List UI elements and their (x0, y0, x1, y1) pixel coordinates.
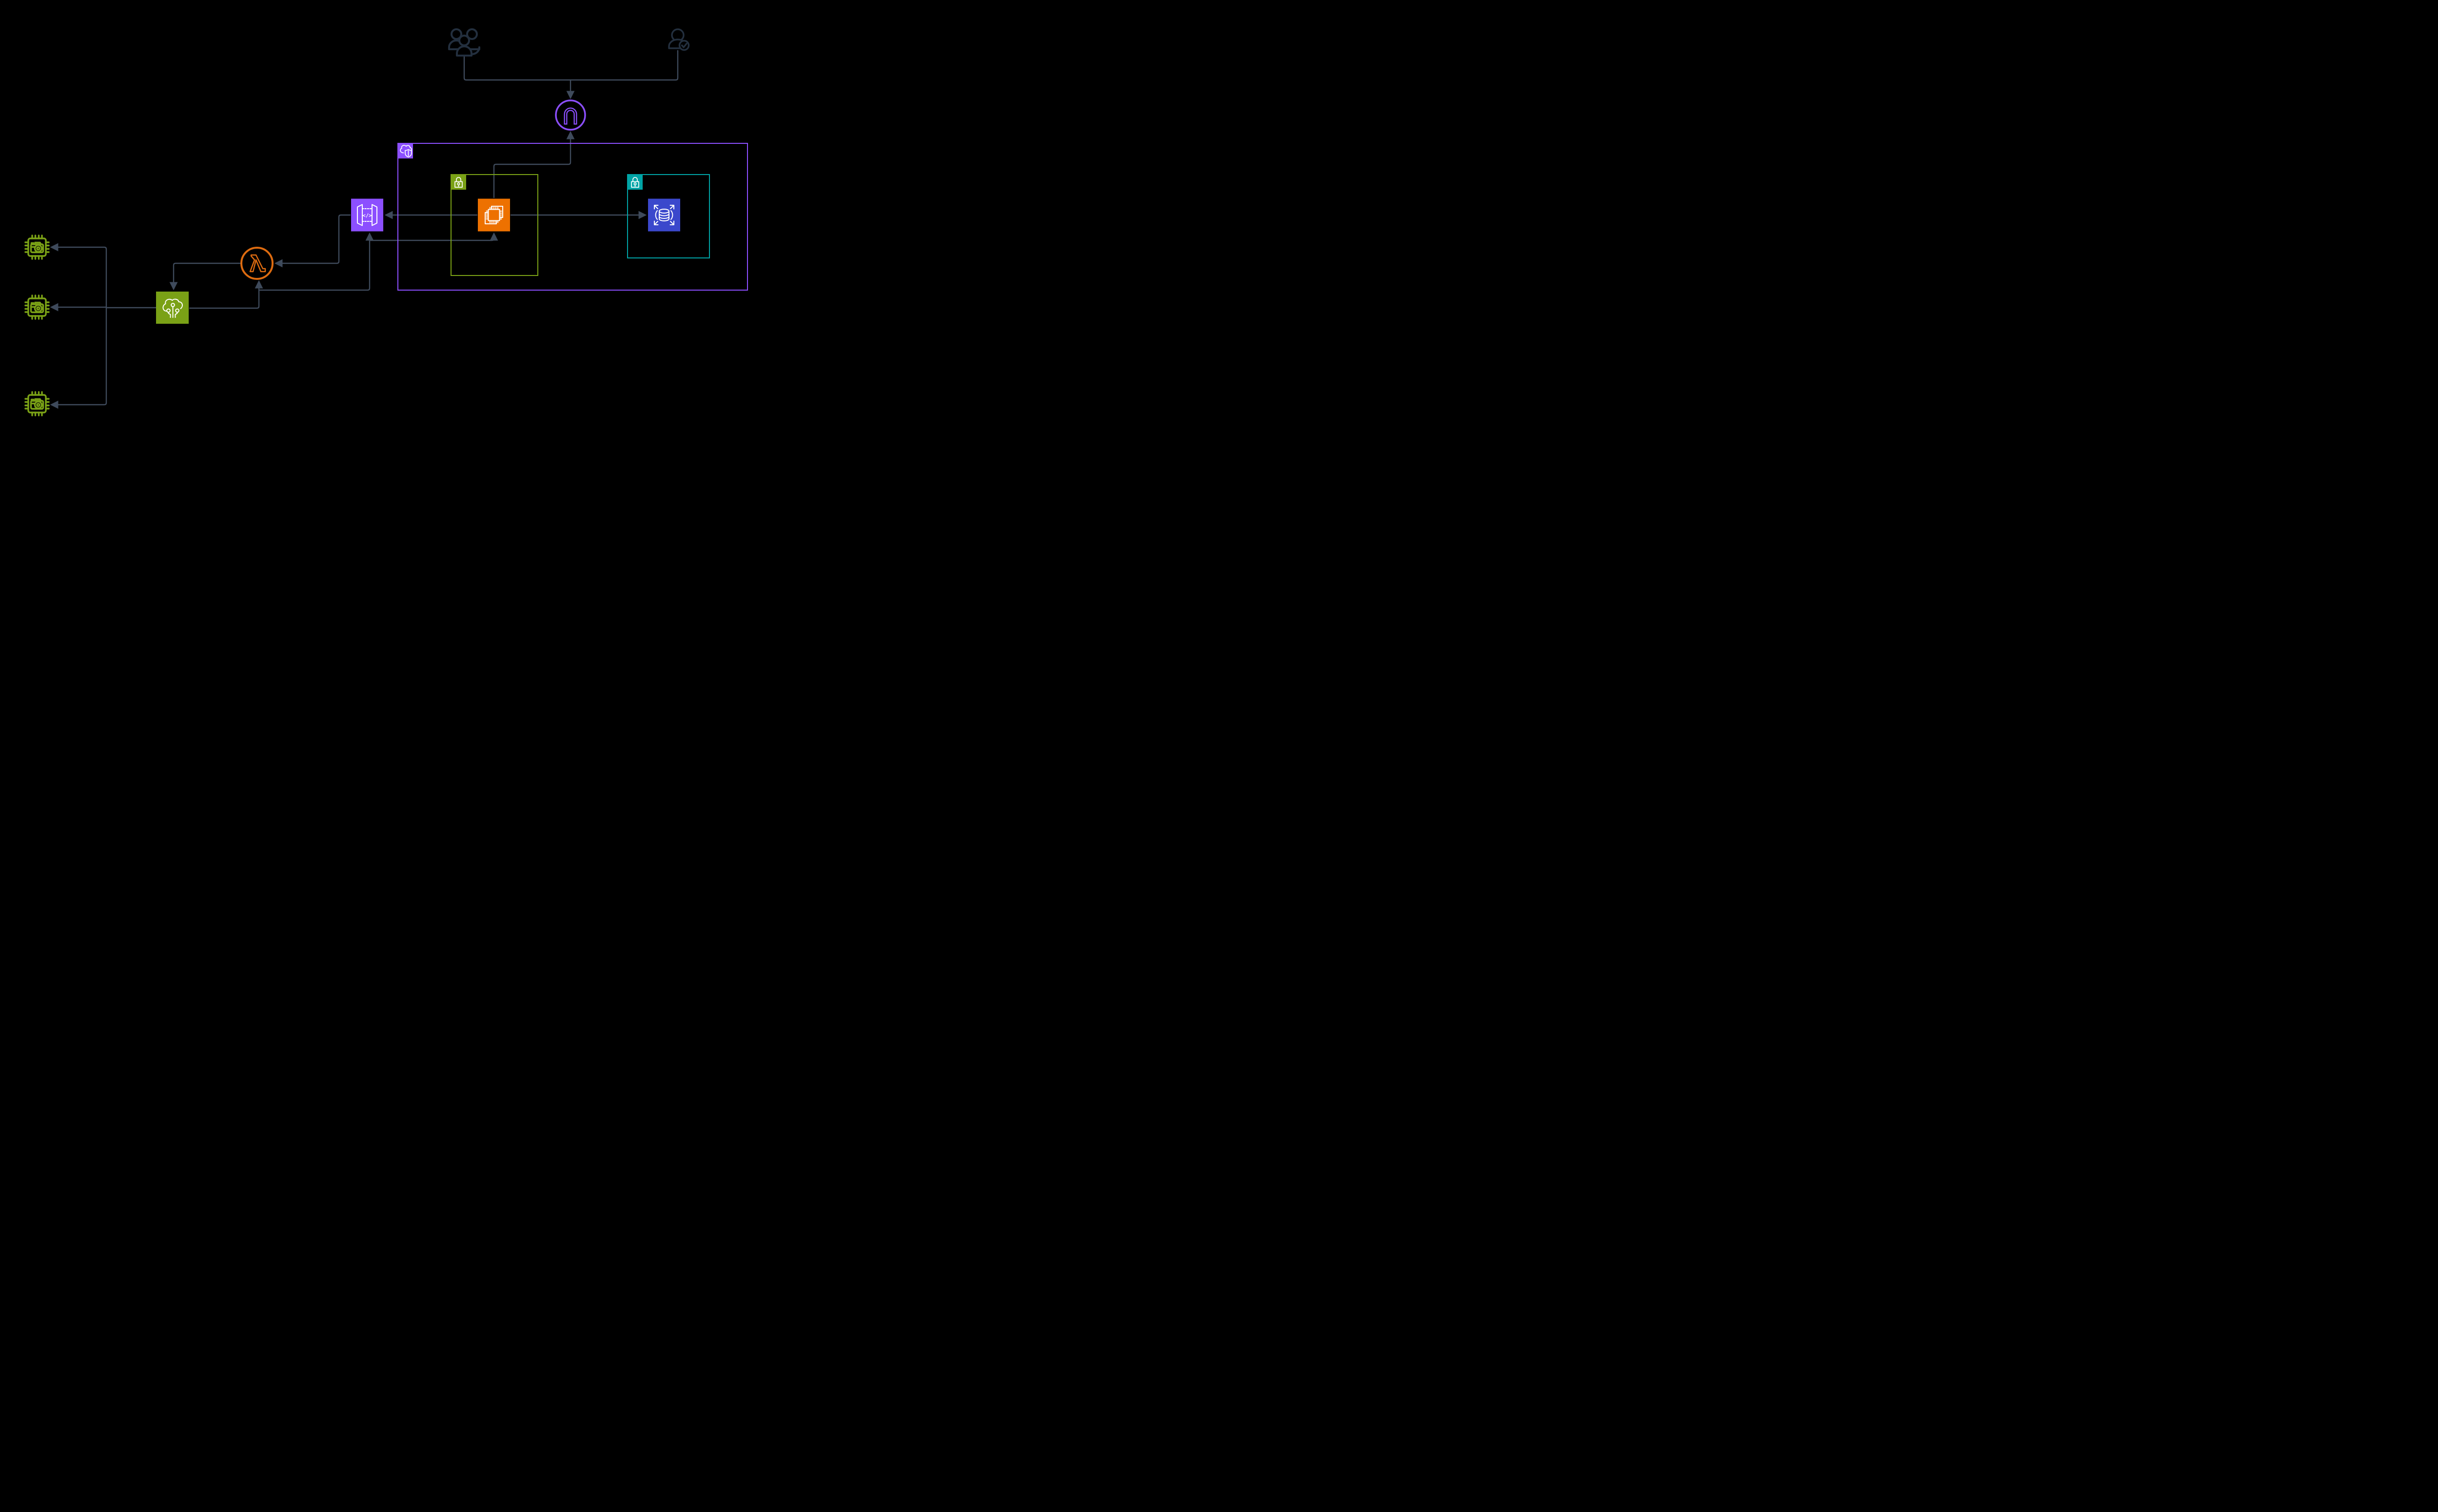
camera-device-2 (24, 295, 50, 320)
edge-users-join (463, 50, 679, 81)
database-scaling-icon (648, 198, 680, 232)
lambda-icon (240, 247, 274, 280)
ec2-node (478, 198, 510, 232)
users-group-icon (448, 28, 480, 57)
connectors (50, 50, 679, 409)
edge-ec2-to-cognito (493, 131, 575, 198)
edge-branch-to-ec2 (369, 232, 498, 241)
vpc-group (397, 143, 748, 291)
iot-core-node (156, 292, 189, 324)
code-glyph: </> (363, 213, 372, 219)
vpc-badge (398, 143, 413, 158)
ec2-icon (478, 198, 510, 232)
subnet-green-border (451, 174, 538, 276)
users-group (448, 28, 480, 57)
subnet-teal-badge (628, 175, 643, 190)
api-gateway-node: </> (351, 198, 383, 232)
camera-device-1 (24, 235, 50, 260)
edge-iot-core-to-lambda (189, 280, 263, 309)
edge-trunk-to-cameras (50, 243, 107, 409)
subnet-green-badge (451, 175, 466, 190)
edge-lambda-to-iot-core (169, 262, 241, 291)
api-gateway-icon (351, 198, 383, 232)
lambda-node (240, 247, 274, 280)
subnet-teal-group (627, 174, 710, 258)
edge-api-gateway-to-lambda (274, 214, 351, 268)
subnet-green-group (451, 174, 538, 276)
edge-iot-core-to-api-gateway (258, 232, 374, 291)
database-node (648, 198, 680, 232)
user-check-icon (668, 28, 690, 51)
subnet-teal-border (627, 174, 710, 258)
camera-device-3 (24, 391, 50, 416)
check-mark (681, 42, 688, 48)
cognito-icon (555, 99, 586, 131)
arch-inner-line (565, 108, 576, 124)
aws-architecture-svg: </> (24, 28, 748, 416)
vpc-border (397, 143, 748, 291)
diagram-canvas: </> (0, 0, 765, 443)
authenticated-user (668, 28, 690, 51)
cognito-node (555, 99, 586, 131)
